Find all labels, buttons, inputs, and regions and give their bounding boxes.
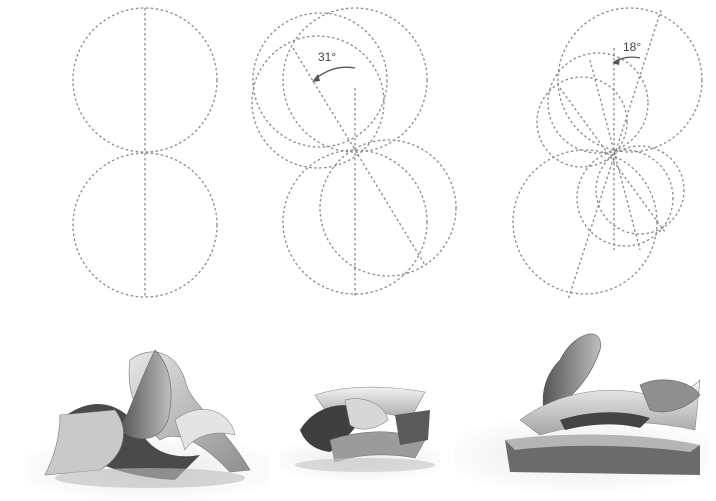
panel-3-upper-circle-mid bbox=[548, 53, 648, 153]
model-photo-2 bbox=[280, 387, 440, 480]
panel-2-upper-circle-a bbox=[253, 13, 387, 147]
panel-3-diagram bbox=[513, 8, 702, 300]
model-photo-3 bbox=[455, 334, 710, 490]
panel-2-rotated-axis bbox=[293, 48, 425, 265]
panel-3-lower-circle-small bbox=[596, 146, 684, 234]
panel-3-lower-circle-large bbox=[513, 150, 657, 294]
photo-1-shadow bbox=[55, 468, 245, 488]
panel-2-lower-circle-a bbox=[283, 150, 427, 294]
panel-2-lower-circle-b bbox=[320, 140, 456, 276]
panel-3-angle-arrowhead bbox=[612, 58, 620, 65]
model-photo-1 bbox=[25, 350, 270, 498]
photo-2-right-wing bbox=[395, 410, 430, 445]
panel-1-diagram bbox=[73, 8, 217, 297]
panel-2-diagram bbox=[252, 8, 456, 297]
panel-3-angle-label: 18° bbox=[623, 40, 641, 54]
panel-3-upper-circle-large bbox=[558, 8, 702, 152]
panel-2-angle-arc bbox=[314, 67, 355, 80]
panel-3-lower-circle-mid bbox=[577, 150, 673, 246]
photo-2-shadow bbox=[295, 458, 435, 472]
panel-3-secondary-axis-a bbox=[560, 88, 665, 232]
panel-2-angle-arrowhead bbox=[312, 74, 320, 82]
panel-2-angle-label: 31° bbox=[318, 50, 336, 64]
